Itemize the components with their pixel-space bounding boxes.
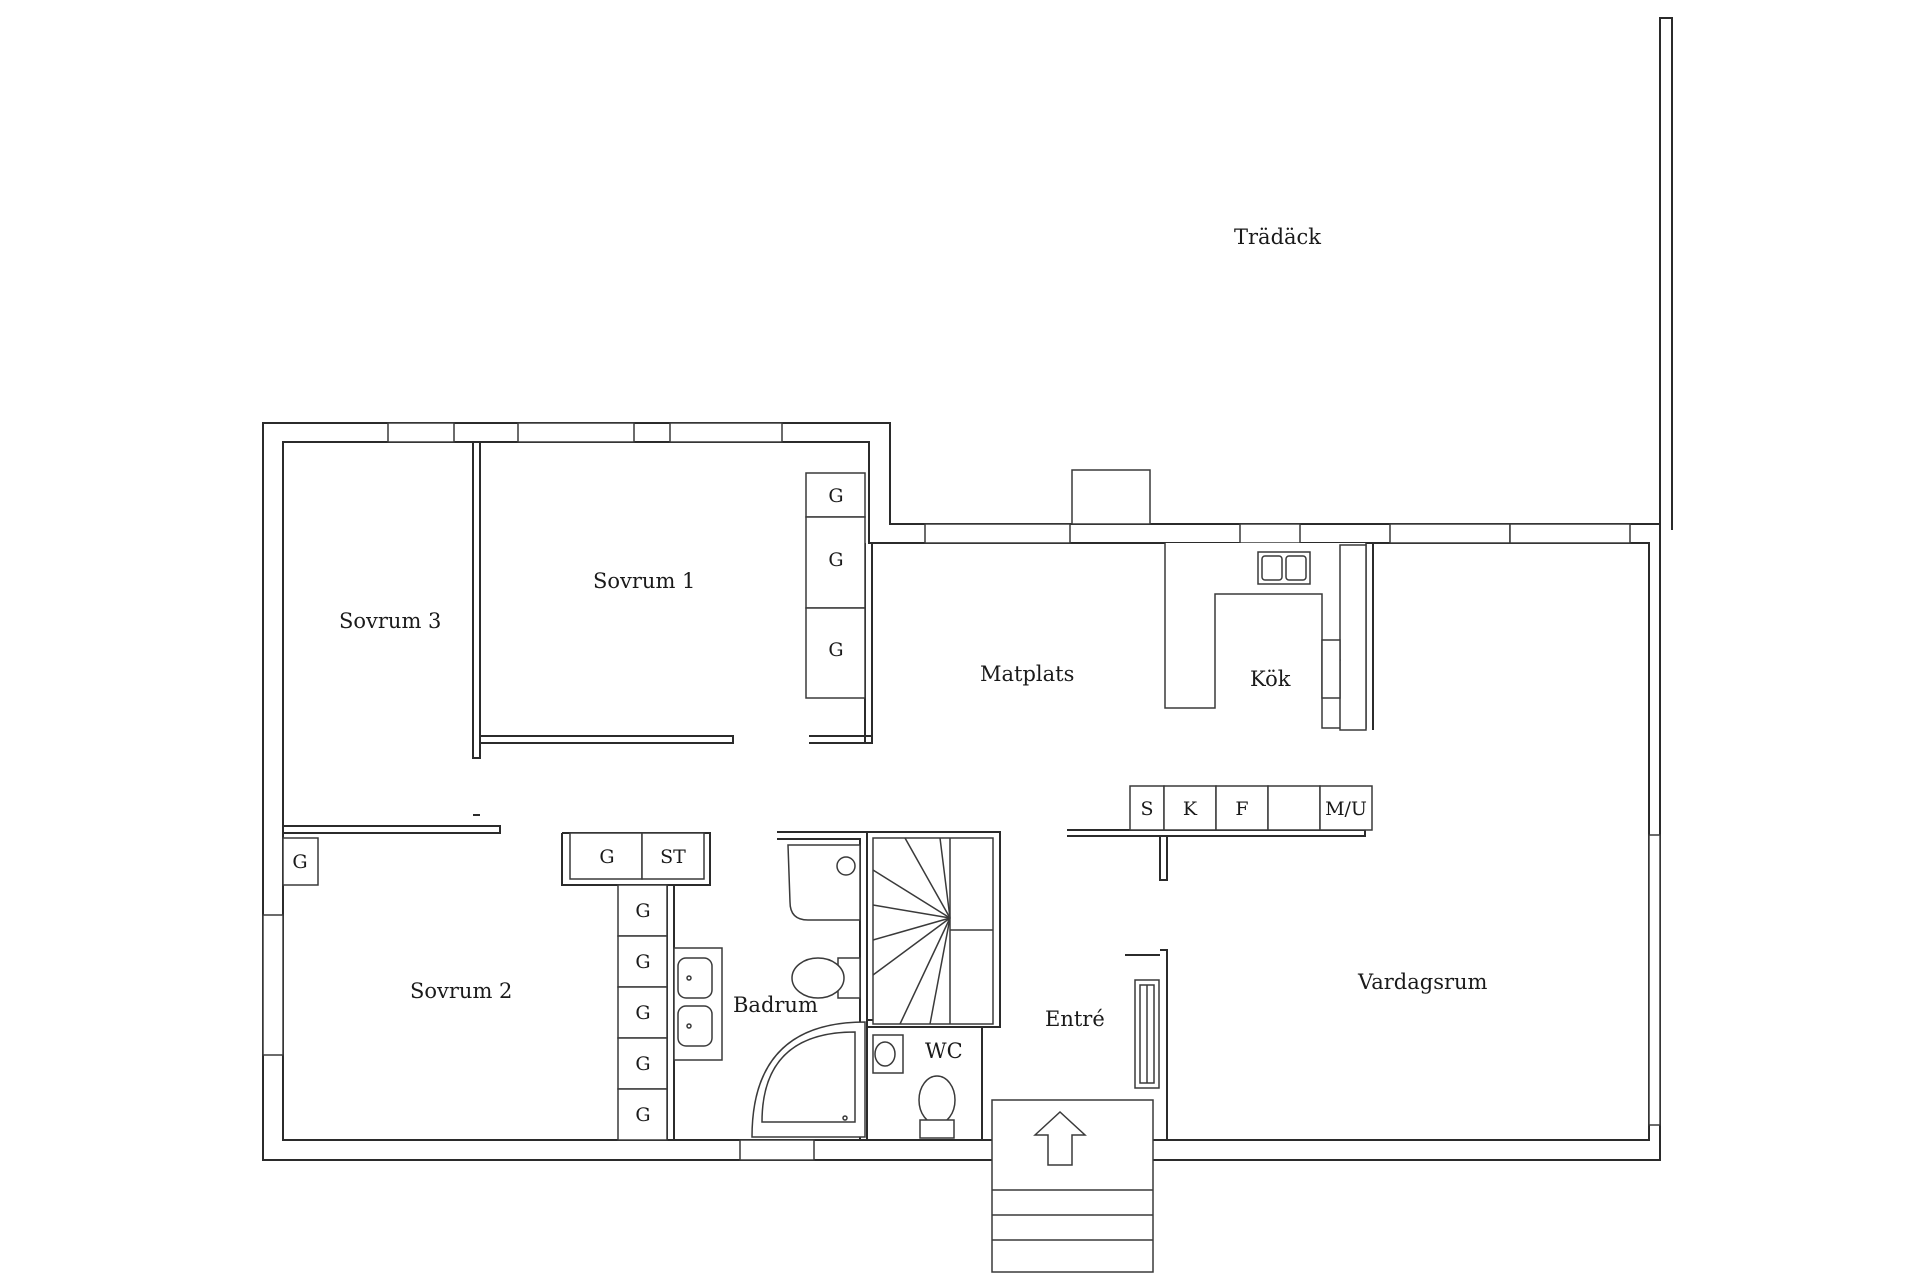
kitchen-label: Kök (1250, 667, 1291, 691)
entrance-steps (991, 1099, 1154, 1273)
staircase (872, 837, 994, 1025)
wardrobe-label: G (635, 951, 650, 973)
wc-label: WC (925, 1039, 963, 1063)
wardrobe-label: G (635, 1104, 650, 1126)
entrance-radiator (1134, 979, 1160, 1089)
dining-label: Matplats (980, 662, 1074, 686)
storage-s-label: S (1140, 798, 1153, 820)
wardrobe-bedroom2-corner: G (282, 837, 319, 886)
wardrobe-label: G (828, 639, 843, 661)
wardrobes-bedroom1: G G G (805, 472, 866, 699)
wardrobe-label: G (292, 851, 307, 873)
wardrobe-label: G (599, 846, 614, 868)
bathroom-label: Badrum (733, 993, 818, 1017)
wardrobe-label: G (828, 485, 843, 507)
st-label: ST (660, 846, 686, 868)
entrance-label: Entré (1045, 1007, 1105, 1031)
storage-k-label: K (1183, 798, 1198, 820)
living-label: Vardagsrum (1357, 970, 1488, 994)
storage-f-label: F (1235, 798, 1248, 820)
storage-mu-label: M/U (1325, 798, 1367, 820)
deck-outline (890, 17, 1673, 530)
storage-row: S K F M/U (1129, 785, 1373, 831)
wardrobe-label: G (635, 1053, 650, 1075)
windows (262, 422, 1661, 1161)
wc-fixtures (872, 1034, 956, 1139)
room-labels: Trädäck Sovrum 1 Sovrum 3 Sovrum 2 Matpl… (339, 225, 1488, 1063)
bedroom1-label: Sovrum 1 (593, 569, 695, 593)
wardrobes-hall: G ST (569, 832, 705, 880)
bedroom2-label: Sovrum 2 (410, 979, 512, 1003)
bathroom-fixtures (673, 844, 866, 1138)
entrance-arrow-icon (1033, 1110, 1087, 1166)
deck-label: Trädäck (1234, 225, 1321, 249)
wardrobes-bedroom2: G G G G G (617, 884, 668, 1141)
kitchen-fixtures (1164, 543, 1367, 731)
wardrobe-label: G (635, 900, 650, 922)
wardrobe-label: G (635, 1002, 650, 1024)
bedroom3-label: Sovrum 3 (339, 609, 441, 633)
wardrobe-label: G (828, 549, 843, 571)
exterior-wall (262, 422, 1661, 1161)
